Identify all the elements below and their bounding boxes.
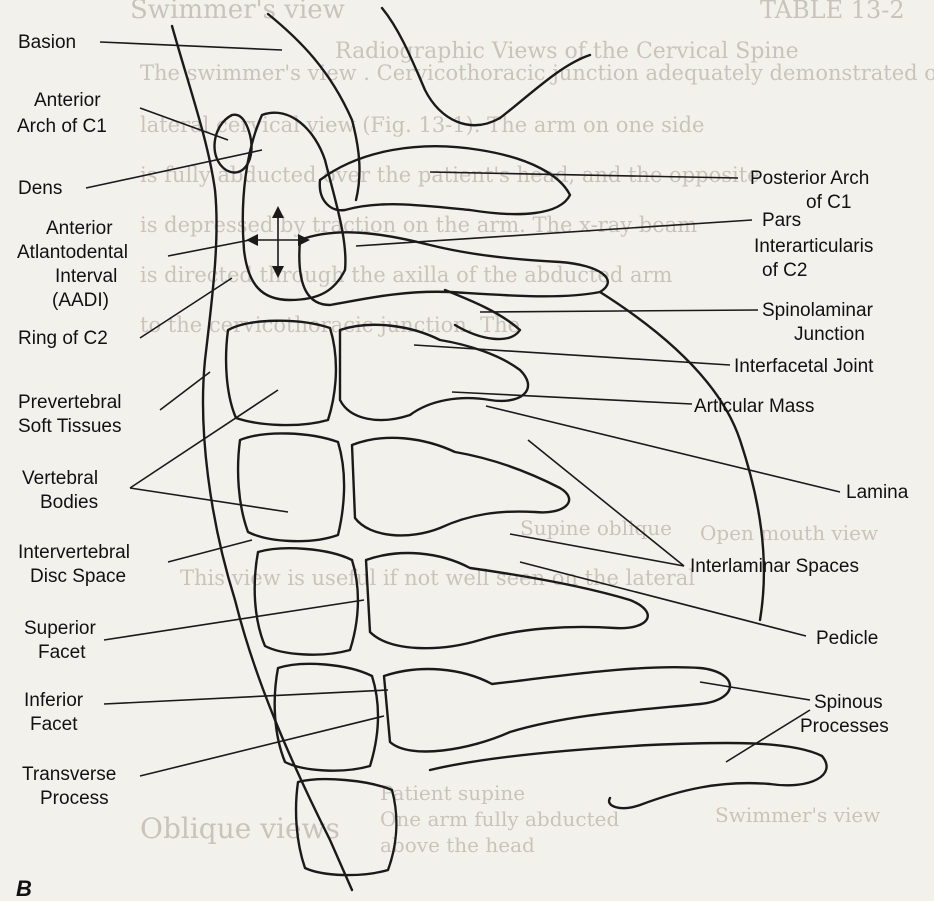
label-pars-l2: Interarticularis — [754, 236, 873, 257]
label-prevertebral-l1: Prevertebral — [18, 392, 122, 413]
label-lamina: Lamina — [846, 482, 909, 503]
label-aadi-l1: Anterior — [46, 218, 113, 239]
label-superior-facet-l1: Superior — [24, 618, 96, 639]
leader-dens — [86, 150, 262, 188]
label-spinous-l2: Processes — [800, 716, 889, 737]
label-inferior-facet-l1: Inferior — [24, 690, 84, 711]
label-inferior-facet-l2: Facet — [30, 714, 78, 735]
label-anterior-arch-l1: Anterior — [34, 90, 101, 111]
label-interfacetal: Interfacetal Joint — [734, 356, 874, 377]
label-bodies-l2: Bodies — [40, 492, 98, 513]
leader-transverse — [140, 716, 384, 776]
label-aadi-l4: (AADI) — [52, 290, 109, 311]
occiput-outline — [382, 8, 590, 125]
label-basion: Basion — [18, 32, 76, 53]
leader-ring-c2 — [140, 278, 232, 338]
label-transverse-l1: Transverse — [22, 764, 116, 785]
skull-base-outline — [268, 14, 359, 200]
leader-aadi — [168, 240, 250, 256]
right-labels: Posterior Arch of C1 Pars Interarticular… — [690, 168, 909, 737]
figure-panel-label: B — [16, 876, 32, 901]
label-articular-mass: Articular Mass — [694, 396, 814, 417]
label-interlaminar: Interlaminar Spaces — [690, 556, 859, 577]
label-superior-facet-l2: Facet — [38, 642, 86, 663]
label-pedicle: Pedicle — [816, 628, 878, 649]
label-spinolaminar-l1: Spinolaminar — [762, 300, 874, 321]
label-pars-l1: Pars — [762, 210, 801, 231]
label-bodies-l1: Vertebral — [22, 468, 98, 489]
label-spinolaminar-l2: Junction — [794, 324, 865, 345]
label-aadi-l2: Atlantodental — [17, 242, 128, 263]
leader-spinous-2 — [726, 710, 810, 762]
c4-vertebral-body — [238, 433, 344, 541]
c5-articular-mass — [366, 553, 648, 648]
leader-interlaminar-1 — [528, 440, 684, 566]
leader-anterior-arch — [140, 108, 228, 140]
posterior-arch-c1 — [320, 146, 570, 214]
c6-articular-mass — [384, 667, 730, 751]
leader-inferior-facet — [104, 690, 388, 704]
leader-disc — [168, 540, 252, 562]
label-spinous-l1: Spinous — [814, 692, 883, 713]
label-pars-l3: of C2 — [762, 260, 807, 281]
leader-interlaminar-2 — [510, 534, 684, 566]
c7-vertebral-body — [296, 779, 396, 875]
label-anterior-arch-l2: Arch of C1 — [17, 116, 107, 137]
c3-vertebral-body — [226, 321, 336, 425]
leader-pars — [356, 220, 752, 246]
label-posterior-arch-l1: Posterior Arch — [750, 168, 869, 189]
label-posterior-arch-l2: of C1 — [806, 192, 851, 213]
left-labels: Basion Anterior Arch of C1 Dens Anterior… — [17, 32, 130, 809]
leader-spinous-1 — [700, 682, 810, 700]
leader-spinolaminar — [480, 310, 758, 312]
c7-spinous-process — [430, 743, 827, 808]
label-disc-l1: Intervertebral — [18, 542, 130, 563]
c2-spinous-process — [445, 290, 520, 339]
label-prevertebral-l2: Soft Tissues — [18, 416, 122, 437]
c4-articular-mass — [352, 438, 569, 536]
anterior-arch-c1 — [215, 115, 252, 173]
leader-superior-facet — [104, 600, 364, 640]
label-dens: Dens — [18, 178, 62, 199]
label-disc-l2: Disc Space — [30, 566, 126, 587]
leader-basion — [100, 42, 282, 50]
label-transverse-l2: Process — [40, 788, 109, 809]
prevertebral-soft-tissue-outline — [172, 26, 352, 890]
label-ring-c2: Ring of C2 — [18, 328, 108, 349]
label-aadi-l3: Interval — [55, 266, 117, 287]
leader-articular-mass — [452, 392, 692, 404]
leader-posterior-arch — [430, 172, 738, 178]
c5-vertebral-body — [255, 548, 358, 654]
